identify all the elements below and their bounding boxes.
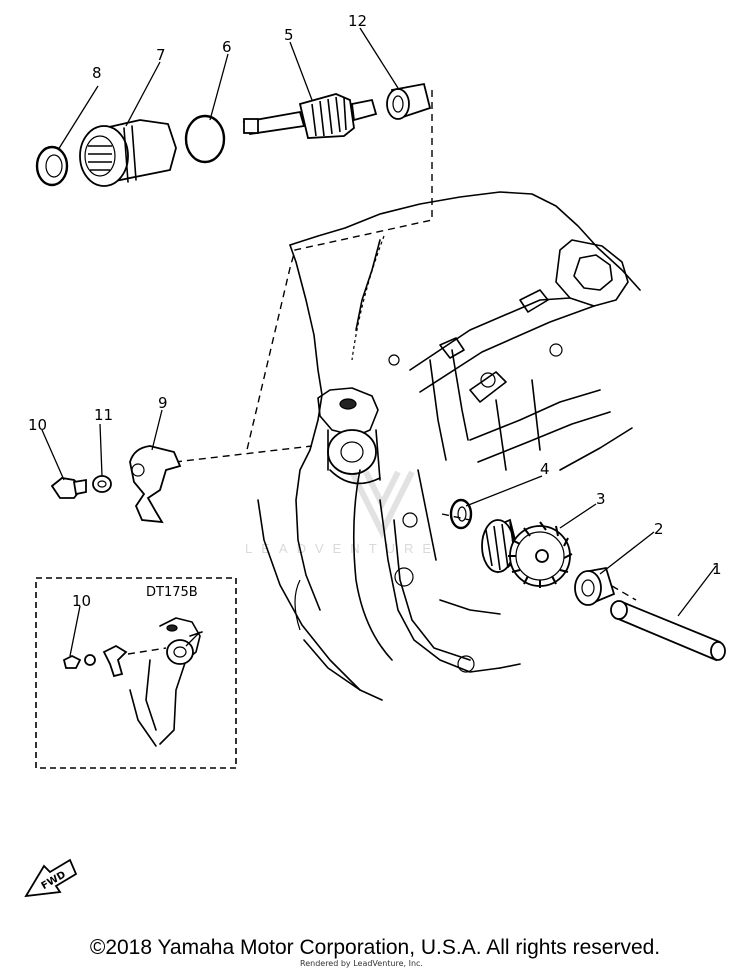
part-7-sleeve (79, 119, 177, 187)
leader-lines (41, 27, 717, 617)
assembly-line-left (174, 445, 313, 463)
fwd-arrow-icon: FWD (24, 858, 78, 898)
watermark-text: LEADVENTURE (245, 541, 440, 556)
crankcase-housing (257, 191, 641, 701)
part-6-o-ring (184, 114, 226, 164)
callout-2: 2 (654, 520, 664, 538)
callout-6: 6 (222, 38, 232, 56)
part-9-plate (129, 445, 182, 524)
part-3-drive-gear (481, 518, 573, 588)
assembly-line-upper (245, 90, 433, 455)
callout-9: 9 (158, 394, 168, 412)
part-5-driven-gear-shaft (242, 93, 378, 139)
part-2-collar (574, 566, 616, 606)
callout-7: 7 (156, 46, 166, 64)
callout-10-inset: 10 (72, 592, 91, 610)
callout-10: 10 (28, 416, 47, 434)
inset-label: DT175B (146, 585, 198, 600)
callout-1: 1 (712, 560, 722, 578)
part-10-bolt (50, 477, 87, 499)
callout-8: 8 (92, 64, 102, 82)
callout-5: 5 (284, 26, 294, 44)
inset-dt175b: DT175B 10 (35, 577, 237, 769)
part-12-bushing (386, 82, 432, 120)
fine-print: Rendered by LeadVenture, Inc. (300, 959, 423, 968)
copyright-footer: ©2018 Yamaha Motor Corporation, U.S.A. A… (89, 936, 661, 959)
part-8-oil-seal (35, 145, 69, 187)
callout-11: 11 (94, 406, 113, 424)
part-11-washer (92, 475, 112, 493)
callout-3: 3 (596, 490, 606, 508)
callout-4: 4 (540, 460, 550, 478)
part-4-washer (449, 498, 473, 530)
watermark-logo (349, 470, 415, 539)
callout-12: 12 (348, 12, 367, 30)
part-1-shaft (610, 600, 726, 662)
